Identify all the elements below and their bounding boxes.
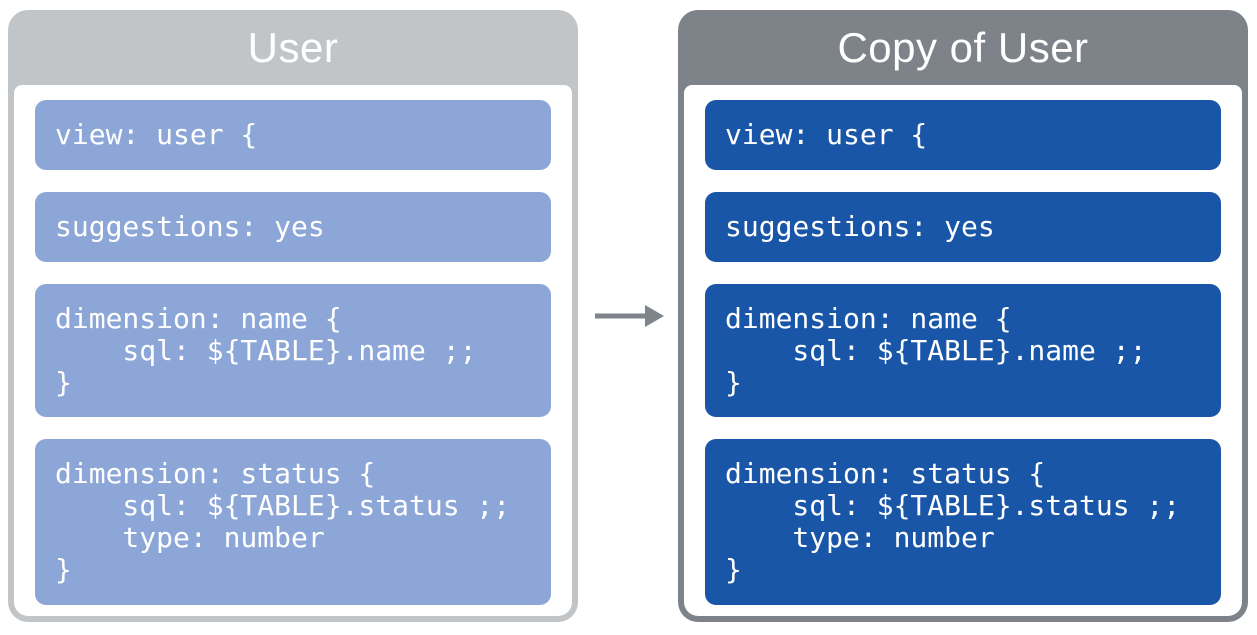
right-arrow-icon bbox=[595, 305, 664, 327]
code-block-suggestions: suggestions: yes bbox=[35, 191, 551, 262]
code-block-dimension-name: dimension: name { sql: ${TABLE}.name ;; … bbox=[35, 283, 551, 418]
code-block-view: view: user { bbox=[35, 100, 551, 170]
panel-title: Copy of User bbox=[837, 23, 1089, 71]
user-panel-body: view: user { suggestions: yes dimension:… bbox=[14, 85, 572, 616]
copy-of-user-panel-body: view: user { suggestions: yes dimension:… bbox=[684, 85, 1242, 616]
copy-of-user-panel: Copy of User view: user { suggestions: y… bbox=[678, 10, 1248, 622]
code-block-dimension-name: dimension: name { sql: ${TABLE}.name ;; … bbox=[705, 283, 1221, 418]
code-block-view: view: user { bbox=[705, 100, 1221, 170]
user-panel-header: User bbox=[8, 10, 578, 85]
user-panel: User view: user { suggestions: yes dimen… bbox=[8, 10, 578, 622]
code-block-suggestions: suggestions: yes bbox=[705, 191, 1221, 262]
code-block-dimension-status: dimension: status { sql: ${TABLE}.status… bbox=[35, 439, 551, 606]
code-block-dimension-status: dimension: status { sql: ${TABLE}.status… bbox=[705, 439, 1221, 606]
panel-title: User bbox=[247, 23, 339, 71]
copy-of-user-panel-header: Copy of User bbox=[678, 10, 1248, 85]
